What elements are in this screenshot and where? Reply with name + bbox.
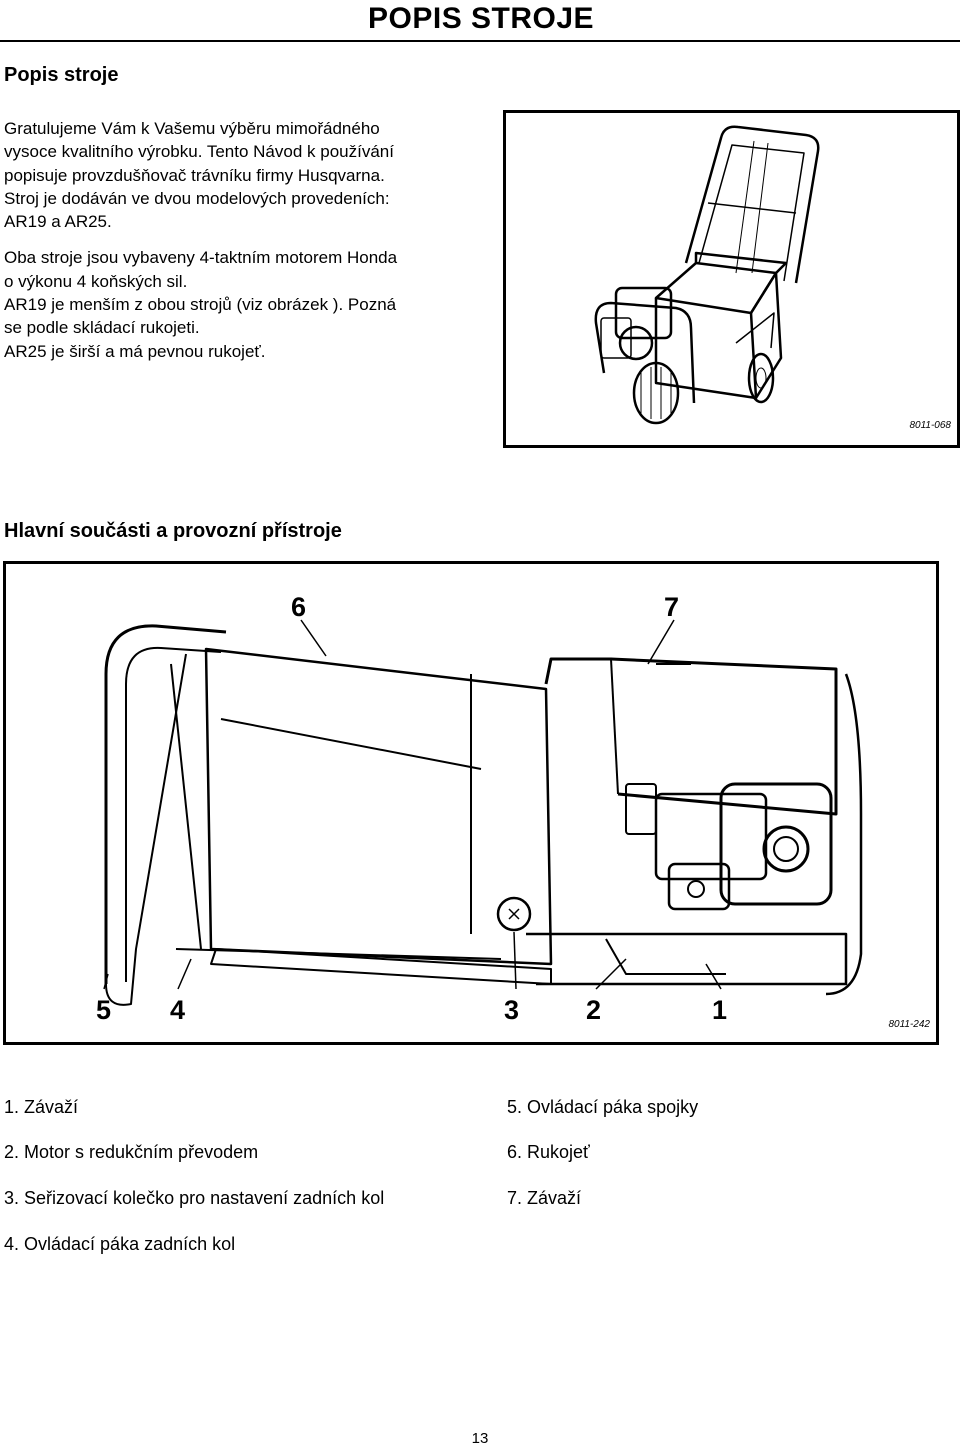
- intro-line: AR19 je menším z obou strojů (viz obráze…: [4, 295, 397, 315]
- intro-paragraph-1: Gratulujeme Vám k Vašemu výběru mimořádn…: [4, 117, 474, 233]
- section-title-components: Hlavní součásti a provozní přístroje: [4, 520, 342, 542]
- intro-text: Gratulujeme Vám k Vašemu výběru mimořádn…: [4, 117, 474, 376]
- legend-item: 3. Seřizovací kolečko pro nastavení zadn…: [4, 1188, 385, 1208]
- callout-7: 7: [664, 592, 679, 622]
- intro-line: o výkonu 4 koňských sil.: [4, 271, 188, 291]
- figure-code: 8011-242: [888, 1019, 930, 1030]
- intro-paragraph-2: Oba stroje jsou vybaveny 4-taktním motor…: [4, 246, 474, 362]
- figure-code: 8011-068: [909, 420, 951, 431]
- legend-item: 2. Motor s redukčním převodem: [4, 1142, 259, 1162]
- legend-item: 7. Závaží: [507, 1188, 582, 1208]
- callout-2: 2: [586, 995, 601, 1025]
- page-number: 13: [471, 1430, 489, 1447]
- legend-item: 1. Závaží: [4, 1097, 79, 1117]
- intro-line: Gratulujeme Vám k Vašemu výběru mimořádn…: [4, 119, 380, 138]
- legend-item: 5. Ovládací páka spojky: [507, 1097, 699, 1117]
- aerator-illustration: [594, 125, 820, 425]
- header-divider: [0, 40, 960, 42]
- components-figure: 6 7 5 4 3 2 1 8011-242: [3, 561, 939, 1045]
- page-header-title: POPIS STROJE: [368, 2, 595, 35]
- callout-5: 5: [96, 995, 111, 1025]
- intro-line: AR19 a AR25.: [4, 212, 112, 232]
- components-illustration: 6 7 5 4 3 2 1: [96, 592, 863, 1025]
- machine-overview-figure: 8011-068: [503, 110, 960, 448]
- callout-1: 1: [712, 995, 727, 1025]
- intro-line: Oba stroje jsou vybaveny 4-taktním motor…: [4, 248, 398, 268]
- intro-line: Stroj je dodáván ve dvou modelových prov…: [4, 188, 390, 208]
- intro-line: vysoce kvalitního výrobku. Tento Návod k…: [4, 142, 394, 162]
- intro-line: popisuje provzdušňovač trávníku firmy Hu…: [4, 165, 385, 185]
- intro-line: AR25 je širší a má pevnou rukojeť.: [4, 341, 266, 361]
- callout-4: 4: [170, 995, 185, 1025]
- callout-3: 3: [504, 995, 519, 1025]
- section-title-description: Popis stroje: [4, 64, 119, 86]
- intro-line: se podle skládací rukojeti.: [4, 318, 200, 338]
- legend-item: 4. Ovládací páka zadních kol: [4, 1234, 236, 1254]
- callout-6: 6: [291, 592, 306, 622]
- legend-item: 6. Rukojeť: [507, 1142, 590, 1162]
